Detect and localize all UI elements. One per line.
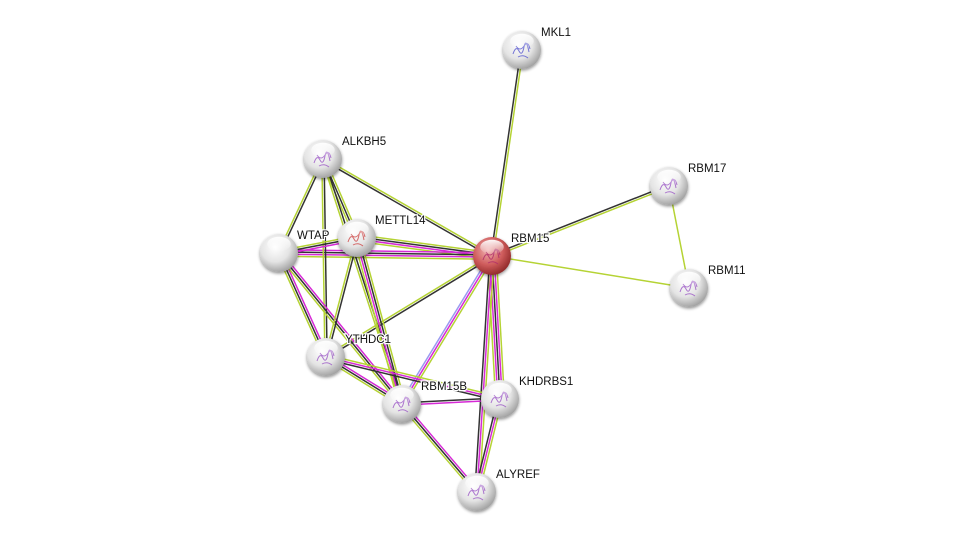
evidence-line-magenta bbox=[278, 253, 492, 258]
evidence-line-yellowgreen bbox=[403, 256, 495, 406]
evidence-line-magenta bbox=[493, 255, 503, 399]
node-khdrbs1[interactable]: KHDRBS1 bbox=[481, 375, 575, 418]
node-label: ALKBH5 bbox=[342, 136, 386, 148]
edge-wtap-rbm15b[interactable] bbox=[276, 251, 405, 406]
evidence-line-yellowgreen bbox=[276, 253, 325, 359]
node-label: RBM15 bbox=[511, 233, 549, 245]
node-gloss bbox=[390, 387, 414, 403]
node-rbm17[interactable]: RBM17 bbox=[650, 162, 728, 205]
node-gloss bbox=[465, 475, 489, 491]
node-gloss bbox=[657, 169, 681, 185]
edge-rbm15b-alyref[interactable] bbox=[399, 402, 480, 494]
edge-rbm15-alkbh5[interactable] bbox=[322, 157, 493, 258]
node-gloss bbox=[311, 142, 335, 158]
node-label: KHDRBS1 bbox=[519, 376, 573, 388]
evidence-line-black bbox=[279, 251, 493, 256]
evidence-line-yellowgreen bbox=[323, 157, 493, 256]
evidence-line-black bbox=[474, 255, 491, 492]
edge-mettl14-rbm15b[interactable] bbox=[353, 236, 406, 406]
evidence-line-black bbox=[401, 403, 478, 493]
node-gloss bbox=[267, 236, 291, 252]
evidence-line-yellowgreen bbox=[491, 255, 690, 289]
edge-alkbh5-ythdc1[interactable] bbox=[321, 158, 328, 358]
evidence-line-black bbox=[322, 159, 492, 258]
evidence-line-yellowgreen bbox=[325, 254, 492, 357]
node-gloss bbox=[345, 221, 369, 237]
edge-rbm15-wtap[interactable] bbox=[278, 248, 493, 261]
node-label: RBM11 bbox=[708, 265, 746, 277]
evidence-line-yellowgreen bbox=[278, 255, 492, 261]
node-gloss bbox=[510, 33, 534, 49]
evidence-line-yellowgreen bbox=[492, 50, 524, 257]
node-mettl14[interactable]: METTL14 bbox=[338, 214, 427, 257]
evidence-line-yellowgreen bbox=[321, 159, 326, 358]
edge-rbm15-rbm11[interactable] bbox=[491, 255, 690, 289]
node-ythdc1[interactable]: YTHDC1 bbox=[307, 333, 392, 376]
evidence-line-magenta bbox=[325, 356, 501, 400]
evidence-line-black bbox=[278, 252, 327, 358]
node-gloss bbox=[314, 340, 338, 356]
node-rbm11[interactable]: RBM11 bbox=[670, 264, 747, 307]
evidence-line-yellowgreen bbox=[276, 253, 401, 406]
evidence-line-yellowgreen bbox=[399, 404, 476, 494]
node-label: ALYREF bbox=[496, 469, 540, 481]
evidence-line-magenta bbox=[355, 238, 402, 405]
edge-rbm15-mkl1[interactable] bbox=[490, 49, 524, 257]
edge-rbm15-alyref[interactable] bbox=[474, 255, 495, 493]
node-gloss bbox=[677, 271, 701, 287]
evidence-line-black bbox=[326, 238, 359, 358]
evidence-line-black bbox=[278, 252, 403, 405]
node-wtap[interactable]: WTAP bbox=[260, 229, 331, 272]
node-label: MKL1 bbox=[541, 27, 571, 39]
evidence-line-black bbox=[490, 49, 522, 256]
evidence-line-yellowgreen bbox=[492, 186, 670, 258]
node-alkbh5[interactable]: ALKBH5 bbox=[304, 135, 387, 178]
node-label: METTL14 bbox=[375, 215, 426, 227]
node-label: RBM15B bbox=[421, 381, 467, 393]
node-alyref[interactable]: ALYREF bbox=[458, 468, 541, 511]
node-gloss bbox=[480, 239, 504, 255]
evidence-line-black bbox=[323, 158, 328, 357]
evidence-line-yellowgreen bbox=[326, 354, 501, 398]
edge-mettl14-ythdc1[interactable] bbox=[324, 237, 359, 358]
evidence-line-magenta bbox=[280, 251, 405, 404]
node-rbm15b[interactable]: RBM15B bbox=[383, 380, 469, 423]
edge-rbm15-rbm17[interactable] bbox=[491, 184, 670, 258]
node-label: RBM17 bbox=[688, 163, 726, 175]
evidence-line-black bbox=[325, 358, 500, 402]
evidence-line-yellowgreen bbox=[357, 233, 493, 254]
evidence-line-magenta bbox=[476, 255, 493, 493]
edge-ythdc1-khdrbs1[interactable] bbox=[325, 354, 501, 402]
node-mkl1[interactable]: MKL1 bbox=[503, 26, 572, 69]
node-gloss bbox=[488, 382, 512, 398]
evidence-line-yellowgreen bbox=[324, 237, 357, 357]
evidence-line-yellowgreen bbox=[353, 238, 400, 406]
evidence-line-yellowgreen bbox=[478, 256, 495, 493]
evidence-line-yellowgreen bbox=[495, 255, 506, 399]
node-rbm15[interactable]: RBM15 bbox=[473, 232, 551, 275]
evidence-line-magenta bbox=[279, 248, 493, 254]
node-label: WTAP bbox=[297, 230, 330, 242]
evidence-line-black bbox=[491, 184, 669, 256]
node-label: YTHDC1 bbox=[345, 334, 391, 346]
evidence-line-yellowgreen bbox=[359, 236, 406, 404]
evidence-line-magenta bbox=[403, 402, 480, 492]
